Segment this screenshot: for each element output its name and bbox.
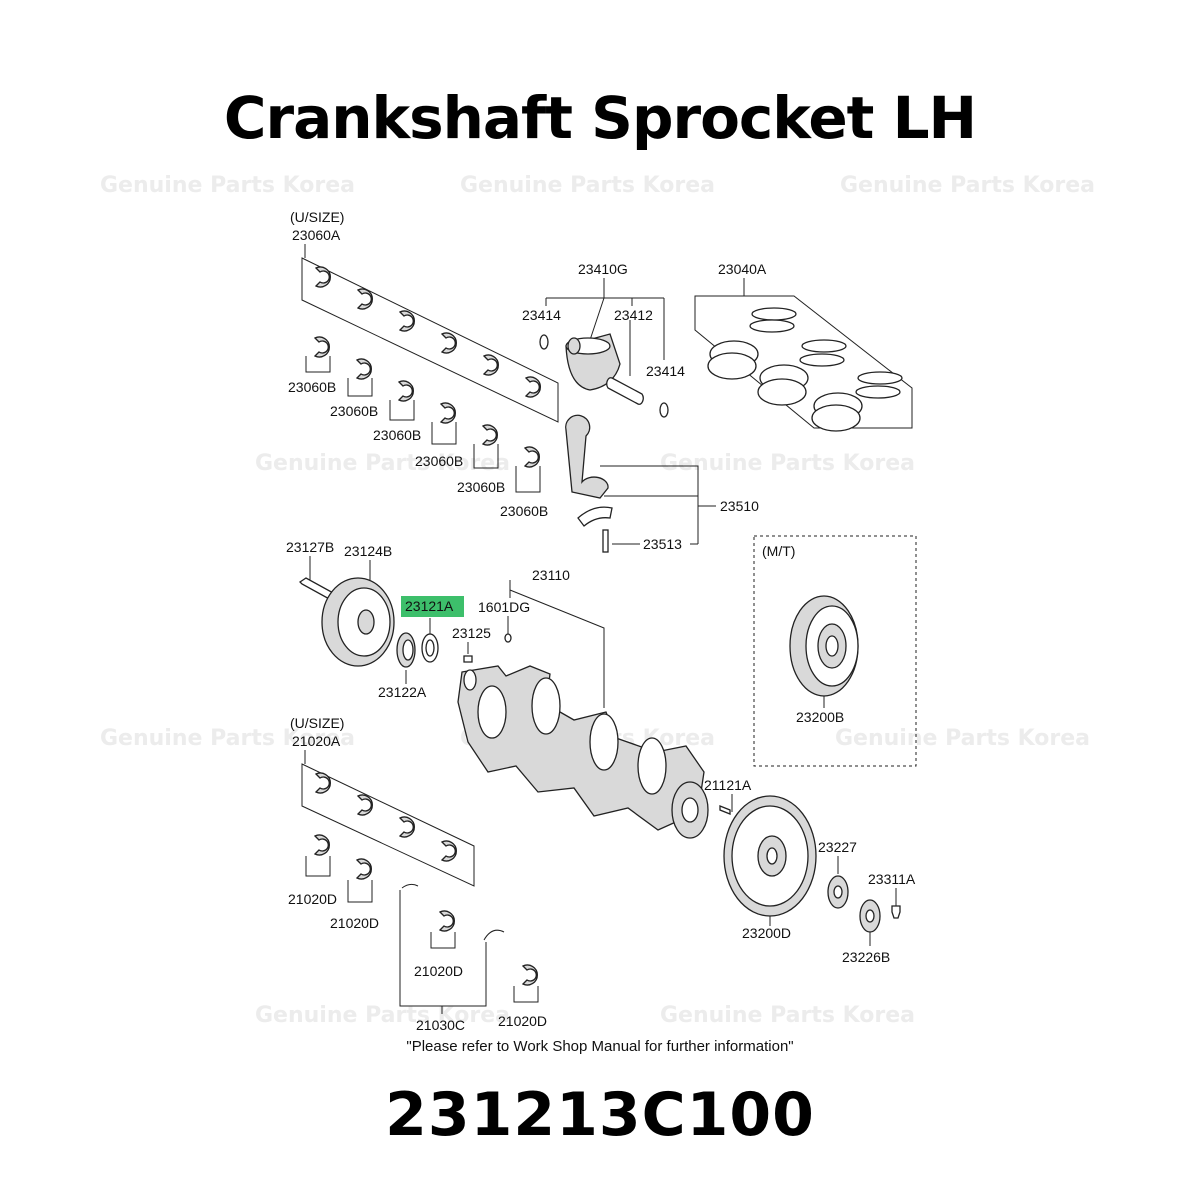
rod-cap-icon	[577, 506, 613, 527]
label-23127b: 23127B	[286, 539, 334, 555]
watermark: Genuine Parts Korea	[255, 451, 510, 476]
label-1601dg: 1601DG	[478, 599, 530, 615]
crankshaft-icon	[457, 665, 705, 831]
crank-pulley-group: 23127B 23124B 23122A 23121A 1601DG 23125	[286, 539, 530, 700]
label-23121a-highlighted[interactable]: 23121A	[405, 598, 454, 614]
snap-ring-icon	[659, 402, 669, 418]
label-23110: 23110	[532, 567, 570, 583]
label-21020d: 21020D	[288, 891, 337, 907]
thrust-washer-icon	[401, 883, 419, 889]
label-23410g: 23410G	[578, 261, 628, 277]
label-23125: 23125	[452, 625, 491, 641]
flywheel-bolt-icon	[891, 905, 901, 919]
woodruff-key-icon	[463, 655, 473, 663]
label-21030c: 21030C	[416, 1017, 465, 1033]
piston-assembly: 23410G 23414 23412 23414	[522, 261, 685, 418]
label-23060b: 23060B	[457, 479, 505, 495]
main-bearing-set-upper: (U/SIZE) 23060A 23060B 23060B 23060B 230…	[288, 209, 559, 519]
label-23311a: 23311A	[868, 871, 916, 887]
label-23060b: 23060B	[288, 379, 336, 395]
crankshaft: 23110	[457, 567, 709, 839]
watermark-layer: Genuine Parts Korea Genuine Parts Korea …	[100, 173, 1095, 1028]
drive-plate-group: 21121A 23200D 23227 23226B 23311A	[704, 777, 916, 965]
label-23200d: 23200D	[742, 925, 791, 941]
watermark: Genuine Parts Korea	[660, 451, 915, 476]
label-23200b: 23200B	[796, 709, 844, 725]
label-21020d: 21020D	[414, 963, 463, 979]
part-number: 231213C100	[385, 1080, 815, 1150]
label-23226b: 23226B	[842, 949, 890, 965]
thrust-washer-icon	[483, 929, 505, 941]
connecting-rod-assembly: 23510 23513	[565, 414, 759, 553]
watermark: Genuine Parts Korea	[840, 173, 1095, 198]
manual-transmission-flywheel-box: (M/T) 23200B	[753, 535, 917, 767]
main-bearing-set-lower: (U/SIZE) 21020A 21020D 21020D 21020D 210…	[288, 715, 547, 1033]
label-23414: 23414	[522, 307, 561, 323]
label-23060b: 23060B	[330, 403, 378, 419]
label-23060a: 23060A	[292, 227, 341, 243]
label-21121a: 21121A	[704, 777, 752, 793]
label-23510: 23510	[720, 498, 759, 514]
label-23040a: 23040A	[718, 261, 767, 277]
label-23122a: 23122A	[378, 684, 427, 700]
piston-pin-icon	[606, 377, 644, 405]
label-21020a: 21020A	[292, 733, 341, 749]
label-23414: 23414	[646, 363, 685, 379]
label-mt: (M/T)	[762, 543, 795, 559]
watermark: Genuine Parts Korea	[660, 1003, 915, 1028]
watermark: Genuine Parts Korea	[255, 1003, 510, 1028]
watermark: Genuine Parts Korea	[460, 173, 715, 198]
usize-label-top: (U/SIZE)	[290, 209, 344, 225]
label-23060b: 23060B	[373, 427, 421, 443]
page-title: Crankshaft Sprocket LH	[223, 84, 977, 152]
connecting-rod-icon	[565, 414, 609, 499]
label-23060b: 23060B	[415, 453, 463, 469]
dowel-pin-icon	[719, 805, 731, 815]
label-21020d: 21020D	[330, 915, 379, 931]
label-23124b: 23124B	[344, 543, 392, 559]
usize-label-bottom: (U/SIZE)	[290, 715, 344, 731]
watermark: Genuine Parts Korea	[835, 726, 1090, 751]
label-23060b: 23060B	[500, 503, 548, 519]
label-23227: 23227	[818, 839, 857, 855]
label-21020d: 21020D	[498, 1013, 547, 1029]
label-23412: 23412	[614, 307, 653, 323]
highlight-23121a	[401, 596, 464, 617]
label-23513: 23513	[643, 536, 682, 552]
watermark: Genuine Parts Korea	[100, 726, 355, 751]
snap-ring-icon	[539, 334, 549, 350]
footer-note: "Please refer to Work Shop Manual for fu…	[406, 1038, 794, 1055]
watermark: Genuine Parts Korea	[100, 173, 355, 198]
piston-ring-set: 23040A	[694, 261, 913, 432]
